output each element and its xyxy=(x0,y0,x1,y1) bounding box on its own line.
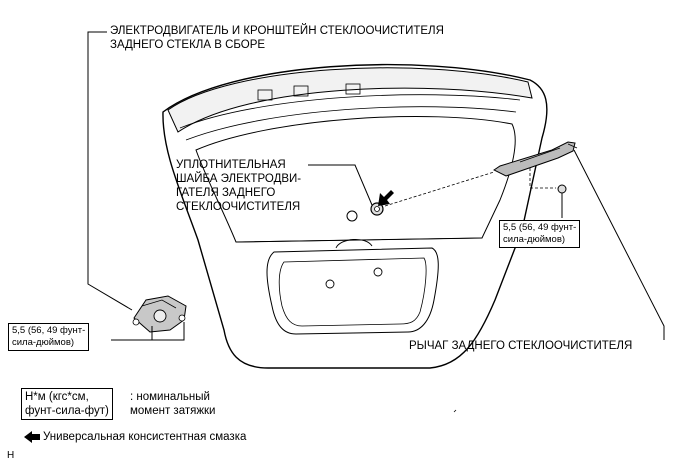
unit-legend-description: : номинальный момент затяжки xyxy=(130,391,216,417)
wiper-arm-label: РЫЧАГ ЗАДНЕГО СТЕКЛООЧИСТИТЕЛЯ xyxy=(409,340,633,352)
corner-mark: H xyxy=(7,450,15,461)
grease-legend-text: Универсальная консистентная смазка xyxy=(43,431,247,443)
torque-box-left: 5,5 (56, 49 фунт- сила-дюймов) xyxy=(8,323,90,351)
legend-grease-icon xyxy=(24,431,40,443)
license-plate-recess xyxy=(266,247,439,335)
grease-arrow-icon xyxy=(378,190,394,206)
torque-box-right: 5,5 (56, 49 фунт- сила-дюймов) xyxy=(499,220,581,248)
spoiler xyxy=(167,67,533,133)
motor-bracket-label: ЭЛЕКТРОДВИГАТЕЛЬ И КРОНШТЕЙН СТЕКЛООЧИСТ… xyxy=(110,25,444,51)
unit-legend-box: Н*м (кгс*см, фунт-сила-фут) xyxy=(21,388,113,420)
rear-glass xyxy=(195,115,516,243)
wiper-nut xyxy=(557,184,567,194)
wiper-arm-part xyxy=(493,141,576,177)
grommet-label: УПЛОТНИТЕЛЬНАЯ ШАЙБА ЭЛЕКТРОДВИ- ГАТЕЛЯ … xyxy=(176,159,302,213)
wiper-motor-part xyxy=(132,295,187,333)
